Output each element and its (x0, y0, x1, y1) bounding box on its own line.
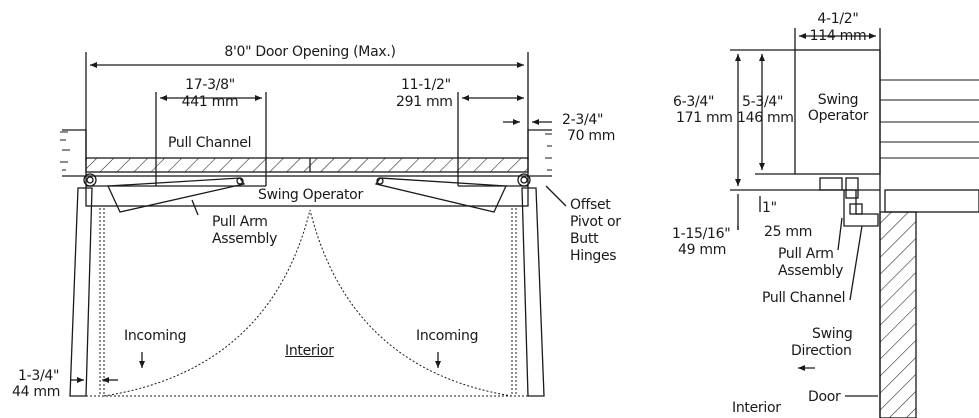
right-jamb (527, 129, 552, 177)
swing-operator-label: Swing Operator (258, 187, 363, 203)
door-hatch (879, 211, 917, 418)
pull-arm-label-1: Pull Arm (212, 214, 268, 230)
door-leaf-right (521, 187, 545, 397)
interior-label-plan: Interior (285, 343, 334, 359)
swing-arc-left (103, 209, 311, 397)
pull-channel-label: Pull Channel (168, 135, 252, 151)
operator-housing (85, 175, 529, 207)
door-leaf-left (69, 187, 93, 397)
width-in: 4-1/2" (817, 11, 859, 27)
dim-11516-in: 1-15/16" (672, 226, 731, 242)
section-operator-1: Swing (817, 92, 859, 108)
incoming-right-label: Incoming (416, 328, 479, 344)
section-pull-arm-1: Pull Arm (778, 246, 834, 262)
left-jamb (62, 129, 87, 177)
pull-channel-block (843, 189, 879, 227)
height-534-in: 5-3/4" (742, 94, 784, 110)
dim-1-in: 1" (762, 200, 777, 216)
height-534-mm: 146 mm (737, 110, 794, 126)
width-mm: 114 mm (809, 28, 867, 44)
pull-channel-dim-in: 17-3/8" (185, 77, 235, 93)
dim-11516-mm: 49 mm (678, 242, 727, 258)
header-hatch (85, 157, 529, 173)
offset-label-4: Hinges (570, 248, 617, 264)
swing-direction-1: Swing (812, 326, 853, 342)
door-label: Door (808, 389, 841, 405)
offset-label-1: Offset (570, 197, 611, 213)
pull-channel-dim-mm: 441 mm (181, 94, 239, 110)
dim-134-mm: 44 mm (12, 384, 61, 400)
offset-label-3: Butt (570, 231, 599, 247)
swing-direction-2: Direction (791, 343, 852, 359)
dim-11-in: 11-1/2" (401, 77, 451, 93)
pivot-right (517, 173, 531, 187)
dim-234-in: 2-3/4" (562, 112, 604, 128)
dim-134-in: 1-3/4" (18, 368, 60, 384)
pull-arm-label-2: Assembly (212, 231, 278, 247)
section-operator-2: Operator (807, 108, 869, 124)
pull-arm-left (107, 177, 246, 213)
offset-label-2: Pivot or (570, 214, 621, 230)
dim-234-mm: 70 mm (567, 128, 616, 144)
pull-arm-right (374, 177, 507, 213)
section-pull-channel: Pull Channel (762, 290, 846, 306)
door-opening-label: 8'0" Door Opening (Max.) (224, 44, 396, 60)
section-pull-arm-2: Assembly (778, 263, 844, 279)
interior-label-section: Interior (732, 400, 781, 416)
dim-1-mm: 25 mm (764, 224, 813, 240)
height-634-in: 6-3/4" (673, 94, 715, 110)
dim-11-mm: 291 mm (396, 94, 453, 110)
incoming-left-label: Incoming (124, 328, 187, 344)
height-634-mm: 171 mm (676, 110, 733, 126)
pivot-left (83, 173, 97, 187)
swing-arc-right (309, 209, 513, 397)
